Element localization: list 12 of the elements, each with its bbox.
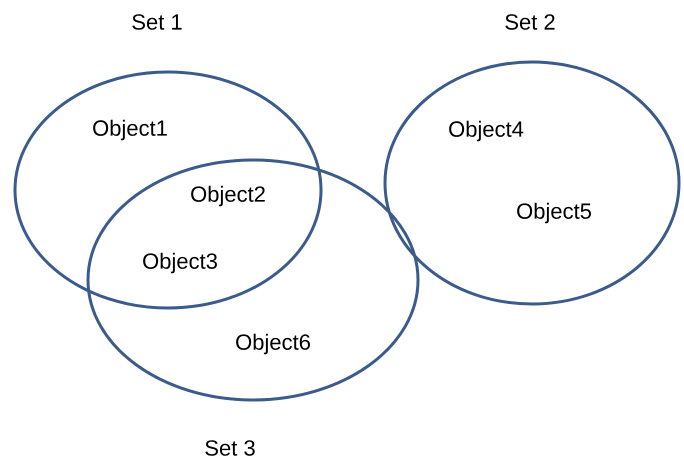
set-element: Object5 xyxy=(517,202,591,224)
set-element: Object4 xyxy=(449,120,524,142)
set-ellipse xyxy=(14,14,322,310)
set-title: Set 1 xyxy=(132,14,182,30)
set-title: Set 3 xyxy=(205,440,255,456)
set-ellipse xyxy=(384,14,681,306)
set-element: Object1 xyxy=(93,120,167,140)
set-element: Object2 xyxy=(191,186,265,206)
set-title: Set 2 xyxy=(505,14,555,30)
set-element: Object6 xyxy=(236,334,310,354)
set-ellipse xyxy=(86,158,420,456)
set-element: Object3 xyxy=(143,252,217,274)
